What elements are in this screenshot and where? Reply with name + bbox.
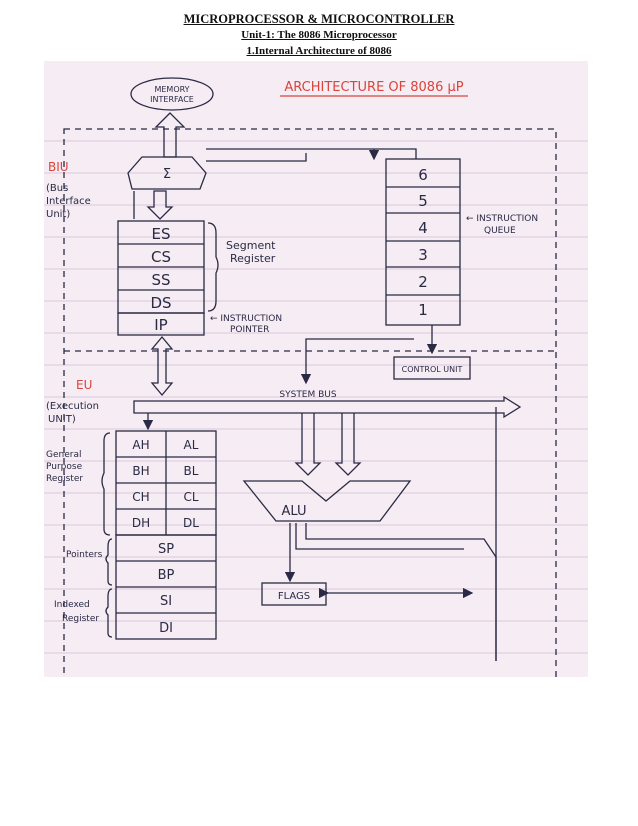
unit-heading: Unit-1: The 8086 Microprocessor (241, 29, 397, 41)
alu-shape (242, 480, 412, 522)
queue-slot-1: 1 (418, 301, 428, 319)
segment-label-line1: Segment (226, 239, 276, 252)
queue-label-line1: ← INSTRUCTION (466, 214, 538, 224)
biu-label-line2: Interface (46, 196, 91, 207)
indexed-bracket (105, 588, 113, 638)
reg-bp: BP (158, 568, 175, 583)
queue-slot-3: 3 (418, 246, 428, 264)
reg-ch: CH (132, 490, 149, 504)
system-bus-band (133, 395, 522, 419)
segment-brace (207, 222, 219, 312)
eu-label-line2: UNIT) (48, 414, 76, 425)
queue-slot-4: 4 (418, 219, 428, 237)
general-label-line3: Register (46, 474, 83, 484)
control-unit-box (393, 356, 471, 380)
ip-label: IP (154, 316, 167, 334)
bus-to-alu-left-arrow (294, 413, 322, 476)
pointers-label: Pointers (66, 550, 103, 560)
general-bracket (101, 432, 111, 536)
reg-di: DI (159, 621, 173, 636)
biu-label-line1: (Bus (46, 183, 68, 194)
eu-tag: EU (76, 378, 92, 392)
alu-label: ALU (281, 504, 306, 519)
flags-label: FLAGS (278, 591, 310, 602)
alu-out-line-a (295, 523, 464, 550)
reg-ah: AH (132, 438, 149, 452)
general-label-line1: General (46, 450, 81, 460)
indexed-label-line2: Register (62, 614, 99, 624)
bus-line-top (206, 148, 417, 159)
segment-label-line2: Register (230, 252, 276, 265)
queue-slot-2: 2 (418, 273, 428, 291)
section-heading: 1.Internal Architecture of 8086 (246, 45, 392, 57)
notebook-lines (44, 140, 588, 654)
ip-eu-double-arrow (150, 335, 174, 397)
reg-cl: CL (183, 490, 198, 504)
segment-es: ES (152, 225, 171, 243)
reg-al: AL (184, 438, 199, 452)
control-unit-label: CONTROL UNIT (402, 365, 463, 374)
pointers-bracket (105, 538, 113, 586)
memory-arrow-up (154, 112, 186, 158)
adder-to-segments-arrow (146, 190, 174, 220)
segment-ds: DS (150, 294, 171, 312)
eu-dashed-border (63, 128, 557, 677)
eu-label-line1: (Execution (46, 401, 99, 412)
reg-bh: BH (132, 464, 149, 478)
diagram-title: ARCHITECTURE OF 8086 µP (284, 80, 463, 95)
document-title: MICROPROCESSOR & MICROCONTROLLER (183, 12, 455, 26)
queue-label-line2: QUEUE (484, 226, 516, 236)
bus-to-alu-right-arrow (334, 413, 362, 476)
memory-interface-cloud (130, 77, 214, 111)
segment-ss: SS (151, 271, 170, 289)
sigma-label: Σ (163, 167, 171, 182)
reg-dl: DL (183, 516, 199, 530)
memory-interface-line2: INTERFACE (150, 95, 194, 104)
ip-pointer-label-line2: POINTER (230, 325, 269, 335)
biu-tag: BIU (48, 160, 69, 174)
architecture-diagram-photo: MEMORY INTERFACE Σ (Bus Interface Unit) … (44, 61, 588, 677)
bus-line-mid (206, 153, 307, 162)
queue-to-bus-line (300, 338, 414, 385)
memory-interface-line1: MEMORY (154, 85, 189, 94)
queue-slot-6: 6 (418, 166, 428, 184)
queue-slot-5: 5 (418, 192, 428, 210)
indexed-label-line1: Indexed (54, 600, 90, 610)
system-bus-label: SYSTEM BUS (279, 390, 336, 400)
reg-dh: DH (132, 516, 150, 530)
segment-cs: CS (151, 248, 171, 266)
sigma-adder (127, 156, 207, 190)
reg-si: SI (160, 594, 172, 609)
instruction-queue (385, 158, 461, 326)
reg-bl: BL (184, 464, 199, 478)
biu-label-line3: Unit) (46, 209, 70, 220)
architecture-diagram: MEMORY INTERFACE Σ (Bus Interface Unit) … (44, 77, 588, 677)
reg-sp: SP (158, 542, 174, 557)
ip-pointer-label-line1: ← INSTRUCTION (210, 314, 282, 324)
alu-out-line-b (305, 523, 497, 661)
ip-box (117, 312, 205, 336)
general-label-line2: Purpose (46, 462, 83, 472)
